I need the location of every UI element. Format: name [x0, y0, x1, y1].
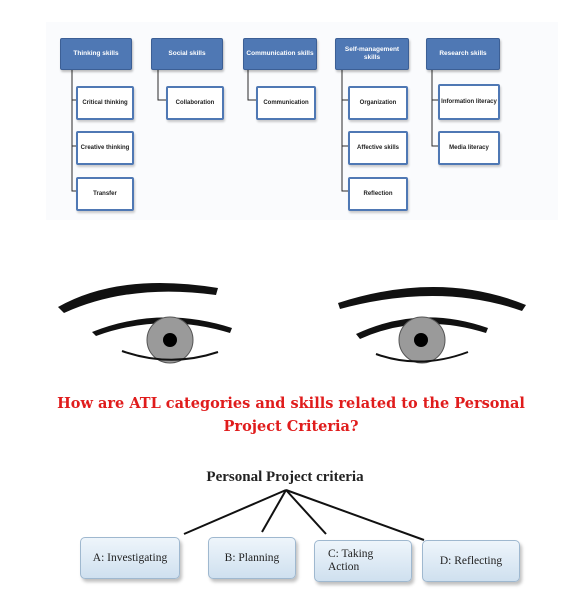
question-heading: How are ATL categories and skills relate… — [57, 395, 525, 435]
criterion-d-reflecting: D: Reflecting — [422, 540, 520, 582]
category-communication-skills: Communication skills — [243, 38, 317, 70]
category-research-skills: Research skills — [426, 38, 500, 70]
right-upper-lid — [356, 317, 488, 339]
skill-information-literacy: Information literacy — [438, 84, 500, 120]
criterion-label: B: Planning — [224, 551, 280, 564]
skill-communication: Communication — [256, 86, 316, 120]
category-thinking-skills: Thinking skills — [60, 38, 132, 70]
criterion-a-investigating: A: Investigating — [80, 537, 180, 579]
left-eyebrow — [58, 282, 218, 313]
criterion-label: A: Investigating — [92, 551, 168, 564]
skill-collaboration: Collaboration — [166, 86, 224, 120]
left-pupil — [163, 333, 177, 347]
skill-reflection: Reflection — [348, 177, 408, 211]
left-lower-lid — [121, 350, 219, 361]
right-pupil — [414, 333, 428, 347]
skill-critical-thinking: Critical thinking — [76, 86, 134, 120]
right-eyebrow — [338, 286, 526, 311]
skill-media-literacy: Media literacy — [438, 131, 500, 165]
criterion-label: D: Reflecting — [439, 554, 503, 567]
right-eye — [338, 286, 526, 364]
left-eye — [58, 282, 232, 364]
right-lower-lid — [375, 351, 469, 363]
criterion-label: C: Taking Action — [328, 548, 374, 573]
atl-connector-lines — [71, 69, 438, 192]
criterion-b-planning: B: Planning — [208, 537, 296, 579]
skill-transfer: Transfer — [76, 177, 134, 211]
category-self-management-skills: Self-management skills — [335, 38, 409, 70]
skill-creative-thinking: Creative thinking — [76, 131, 134, 165]
skill-affective-skills: Affective skills — [348, 131, 408, 165]
left-upper-lid — [92, 317, 232, 336]
atl-skills-chart: Thinking skills Social skills Communicat… — [46, 22, 558, 220]
criterion-c-taking-action: C: Taking Action — [314, 540, 412, 582]
eyes-illustration — [58, 282, 526, 364]
category-social-skills: Social skills — [151, 38, 223, 70]
skill-organization: Organization — [348, 86, 408, 120]
personal-project-title: Personal Project criteria — [206, 469, 364, 485]
